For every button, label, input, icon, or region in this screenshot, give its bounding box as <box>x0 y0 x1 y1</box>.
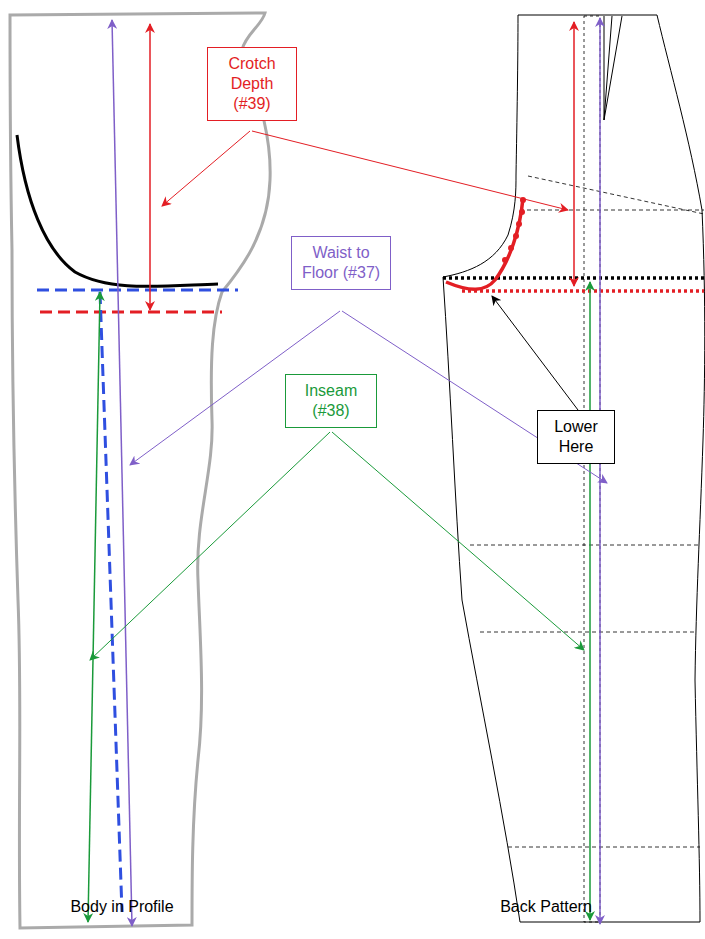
knee-line <box>470 545 700 546</box>
leader-line <box>90 432 330 660</box>
lowered-crotch-curve <box>446 198 523 289</box>
curve-dots <box>502 197 526 263</box>
box-text: Crotch Depth (#39) <box>216 54 288 114</box>
waist-floor-arrow <box>599 18 601 924</box>
measure-label-box: Inseam (#38) <box>285 374 377 428</box>
crotch-level-line <box>37 289 238 292</box>
figure-caption: Back Pattern <box>500 898 592 916</box>
crotch-level-line <box>40 311 222 314</box>
note-box: Lower Here <box>537 410 615 464</box>
lowered-crotch-line <box>462 289 704 293</box>
leader-line <box>252 131 568 210</box>
crotch-depth-arrow <box>573 22 575 286</box>
box-text: Lower Here <box>546 417 606 457</box>
inseam-guide <box>100 292 122 912</box>
hip-line <box>528 176 704 214</box>
waist-floor-arrow <box>112 20 132 926</box>
box-text: Waist to Floor (#37) <box>300 243 382 283</box>
leader-line <box>332 432 584 650</box>
inseam-arrow <box>589 282 591 920</box>
measure-label-box: Crotch Depth (#39) <box>207 47 297 121</box>
box-text: Inseam (#38) <box>294 381 368 421</box>
hem-line <box>508 847 700 848</box>
knee-line <box>480 632 697 633</box>
inseam-arrow <box>88 292 100 922</box>
crotch-depth-arrow <box>149 24 151 310</box>
leader-line <box>492 296 578 410</box>
hip-line <box>520 210 704 211</box>
measure-label-box: Waist to Floor (#37) <box>291 236 391 290</box>
dart <box>604 16 622 120</box>
body-outline <box>10 13 270 928</box>
grain-line <box>584 16 600 922</box>
pattern-outline <box>443 15 705 922</box>
leader-line <box>162 131 250 206</box>
figure-caption: Body in Profile <box>70 898 173 916</box>
